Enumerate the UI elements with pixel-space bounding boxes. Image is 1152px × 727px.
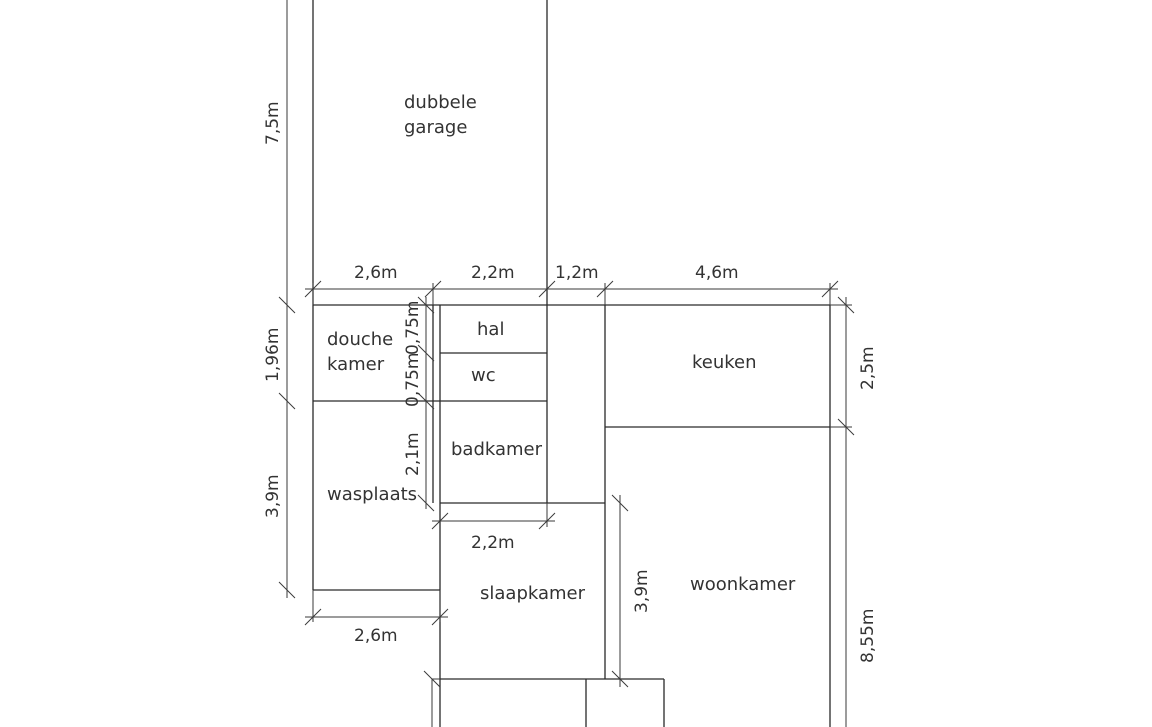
label-douche-line2: kamer	[327, 354, 385, 375]
dim-label-slaapkamer-height: 3,9m	[632, 569, 652, 613]
dim-label-garage-depth: 7,5m	[263, 101, 283, 145]
label-wasplaats: wasplaats	[327, 484, 417, 505]
label-garage-line1: dubbele	[404, 92, 477, 113]
dim-label-top-b: 2,2m	[471, 263, 515, 283]
label-garage-line2: garage	[404, 117, 467, 138]
dim-label-badkamer-width: 2,2m	[471, 533, 515, 553]
dim-label-top-d: 4,6m	[695, 263, 739, 283]
dim-label-wasplaats-height: 3,9m	[263, 474, 283, 518]
dimension-lines	[278, 0, 855, 727]
label-douche-line1: douche	[327, 329, 393, 350]
room-labels: dubbele garage douche kamer hal wc badka…	[327, 92, 796, 604]
label-hal: hal	[477, 319, 504, 340]
dim-label-douche-height: 1,96m	[263, 328, 283, 382]
dim-label-wc-height: 0,75m	[403, 353, 423, 407]
label-slaapkamer: slaapkamer	[480, 583, 586, 604]
label-wc: wc	[471, 365, 496, 386]
label-woonkamer: woonkamer	[690, 574, 796, 595]
dim-label-top-a: 2,6m	[354, 263, 398, 283]
dimension-labels: 7,5m 2,6m 2,2m 1,2m 4,6m 1,96m 3,9m 0,75…	[263, 101, 878, 663]
label-keuken: keuken	[692, 352, 757, 373]
dim-label-keuken-height: 2,5m	[858, 346, 878, 390]
dim-label-hal-height: 0,75m	[403, 301, 423, 355]
dim-label-top-c: 1,2m	[555, 263, 599, 283]
walls	[312, 0, 831, 727]
dim-label-badkamer-height: 2,1m	[403, 432, 423, 476]
label-badkamer: badkamer	[451, 439, 543, 460]
dim-label-woonkamer-height: 8,55m	[858, 609, 878, 663]
dim-label-wasplaats-width: 2,6m	[354, 626, 398, 646]
